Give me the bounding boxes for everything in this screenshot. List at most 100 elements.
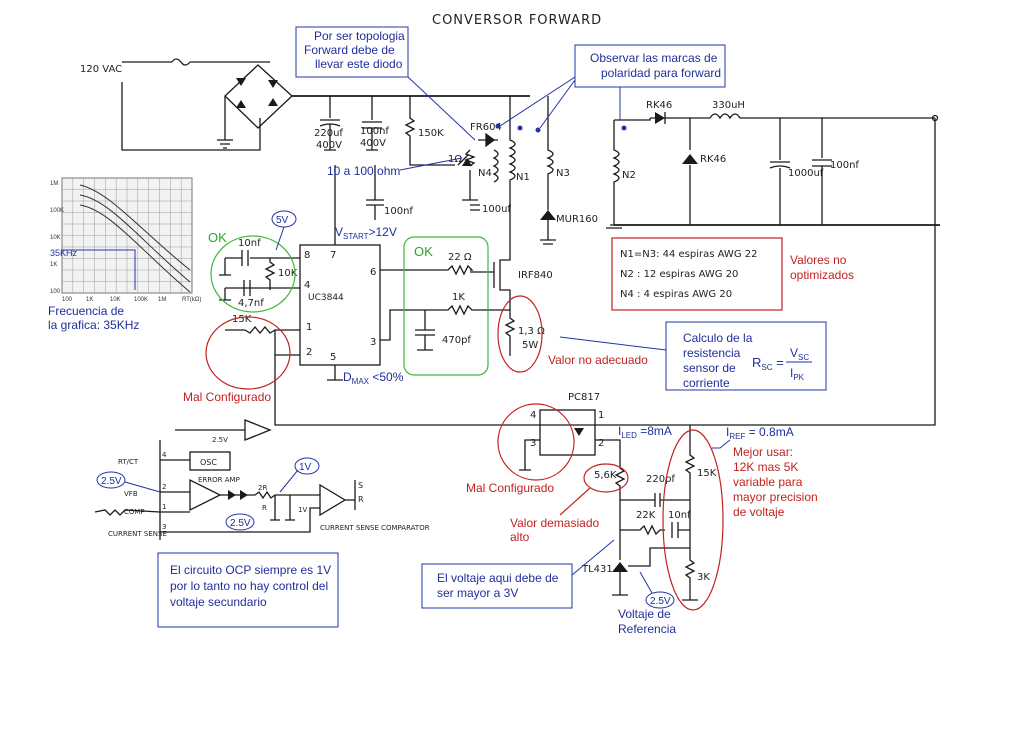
cap-vcc: [366, 165, 384, 220]
svg-text:N2: N2: [622, 170, 636, 181]
cap-100nf: [812, 118, 832, 225]
inductor-330uh: [709, 113, 935, 120]
feedback-trace: [612, 118, 936, 426]
svg-text:5V: 5V: [276, 215, 289, 226]
graph-y-label: 10K: [50, 235, 61, 241]
svg-text:RK46: RK46: [700, 154, 726, 165]
resistor-15k-comp: [225, 325, 300, 356]
cap-10nf-ref: [225, 250, 300, 266]
svg-text:CURRENT SENSE COMPARATOR: CURRENT SENSE COMPARATOR: [320, 524, 430, 532]
valor-alto-2: alto: [510, 530, 530, 544]
ground-symbol: [217, 139, 233, 149]
graph-x-label: 10K: [110, 297, 121, 303]
svg-text:35KHz: 35KHz: [50, 248, 78, 258]
svg-text:VFB: VFB: [124, 490, 138, 498]
svg-text:3: 3: [530, 438, 536, 449]
svg-text:10 a 100 ohm: 10 a 100 ohm: [327, 164, 400, 178]
note-diode-2: Forward debe de: [304, 43, 395, 57]
freq-note-1: Frecuencia de: [48, 304, 124, 318]
graph-x-label: RT(kΩ): [182, 297, 201, 303]
bridge-rectifier: [224, 64, 293, 129]
calc-2: resistencia: [683, 346, 741, 360]
svg-text:220pf: 220pf: [646, 474, 675, 485]
svg-text:15K: 15K: [697, 468, 717, 479]
svg-text:4: 4: [162, 451, 167, 459]
svg-text:S: S: [358, 481, 363, 490]
note-diode-3: llevar este diodo: [315, 57, 403, 71]
mejor-4: mayor precision: [733, 490, 818, 504]
cap-4n7-ct: [225, 280, 300, 296]
diode-small: [462, 158, 472, 166]
secondary-side: N2 RK46 RK46 330uH 1000uf 100nf: [606, 100, 940, 426]
svg-text:IRF840: IRF840: [518, 270, 553, 281]
mejor-3: variable para: [733, 475, 803, 489]
bad-circle-divider: [662, 429, 724, 611]
svg-text:150K: 150K: [418, 128, 444, 139]
graph-y-label: 100K: [50, 208, 64, 214]
ok-box-gate: [403, 236, 489, 376]
svg-text:1: 1: [162, 503, 166, 511]
svg-text:N2 : 12 espiras AWG 20: N2 : 12 espiras AWG 20: [620, 269, 738, 280]
ac-input-section: 120 VAC: [80, 58, 530, 151]
badge-2v5-vfb: [96, 471, 126, 489]
dmax-note: DMAX <50%: [343, 370, 404, 386]
graph-x-label: 100: [62, 297, 73, 303]
polarity-dot-n3: [535, 127, 541, 133]
svg-text:3K: 3K: [697, 572, 710, 583]
svg-text:1: 1: [306, 322, 312, 333]
cap-1000uf: [769, 118, 791, 225]
svg-text:1V: 1V: [299, 462, 312, 473]
badge-2v5-ea: [225, 513, 255, 531]
svg-text:4,7nf: 4,7nf: [238, 298, 264, 309]
winding-n4: [492, 149, 499, 183]
freq-marker-line: [62, 249, 136, 290]
svg-text:220uf: 220uf: [314, 128, 343, 139]
svg-text:MUR160: MUR160: [556, 214, 598, 225]
polarity-dot-n1: [517, 125, 523, 131]
ic-uc3844: UC3844 8 7 4 6 1 2 3 5 10nf 10K 4,7nf 15…: [219, 238, 612, 426]
svg-text:2.5V: 2.5V: [650, 596, 671, 607]
svg-text:7: 7: [330, 250, 336, 261]
svg-text:10nf: 10nf: [668, 510, 691, 521]
feedback-network: PC817 4 3 2 1 5,6K 220pf 22K 10nf TL431 …: [519, 392, 717, 601]
note-polarity-2: polaridad para forward: [601, 66, 721, 80]
svg-text:2.5V: 2.5V: [101, 476, 122, 487]
sense-resistor: [504, 300, 516, 356]
graph-x-label: 100K: [134, 297, 148, 303]
svg-text:OSC: OSC: [200, 458, 217, 467]
svg-text:22 Ω: 22 Ω: [448, 252, 472, 263]
inset-ref: [175, 419, 272, 441]
diode-rk46-b: [682, 154, 698, 164]
mosfet-irf840: IRF840 1,3 Ω 5W: [470, 250, 553, 356]
graph-y-label: 100: [50, 289, 61, 295]
svg-text:1V: 1V: [298, 506, 307, 514]
svg-text:CURRENT SENSE: CURRENT SENSE: [108, 530, 167, 538]
i-led-note: ILED =8mA: [618, 424, 672, 440]
fuse: [171, 58, 191, 66]
svg-text:400V: 400V: [360, 138, 386, 149]
turns-table-box: [611, 237, 783, 311]
ocp-2: por lo tanto no hay control del: [170, 579, 328, 593]
svg-text:4: 4: [530, 410, 536, 421]
volt-ref-1: Voltaje de: [618, 607, 671, 621]
svg-text:3: 3: [370, 337, 376, 348]
badge-1v: [294, 457, 320, 475]
mejor-2: 12K mas 5K: [733, 460, 798, 474]
svg-text:UC3844: UC3844: [308, 293, 344, 303]
svg-text:100nf: 100nf: [830, 160, 859, 171]
svg-text:R: R: [262, 504, 267, 512]
tl431: [612, 562, 628, 572]
primary-side: FR604 1Ω N4 100uf N1 N3 MUR160 100nf: [334, 96, 598, 250]
svg-text:N1: N1: [516, 172, 530, 183]
note-voltaje-box: [421, 563, 573, 609]
graph-y-label: 1K: [50, 262, 57, 268]
svg-text:10nf: 10nf: [238, 238, 261, 249]
graph-y-label: 1M: [50, 181, 58, 187]
svg-text:Valor no adecuado: Valor no adecuado: [548, 353, 648, 367]
resistor-1ohm: [464, 149, 476, 167]
svg-text:N4 : 4 espiras AWG 20: N4 : 4 espiras AWG 20: [620, 289, 732, 300]
svg-text:4: 4: [304, 280, 310, 291]
bad-circle-comp: [205, 316, 291, 390]
